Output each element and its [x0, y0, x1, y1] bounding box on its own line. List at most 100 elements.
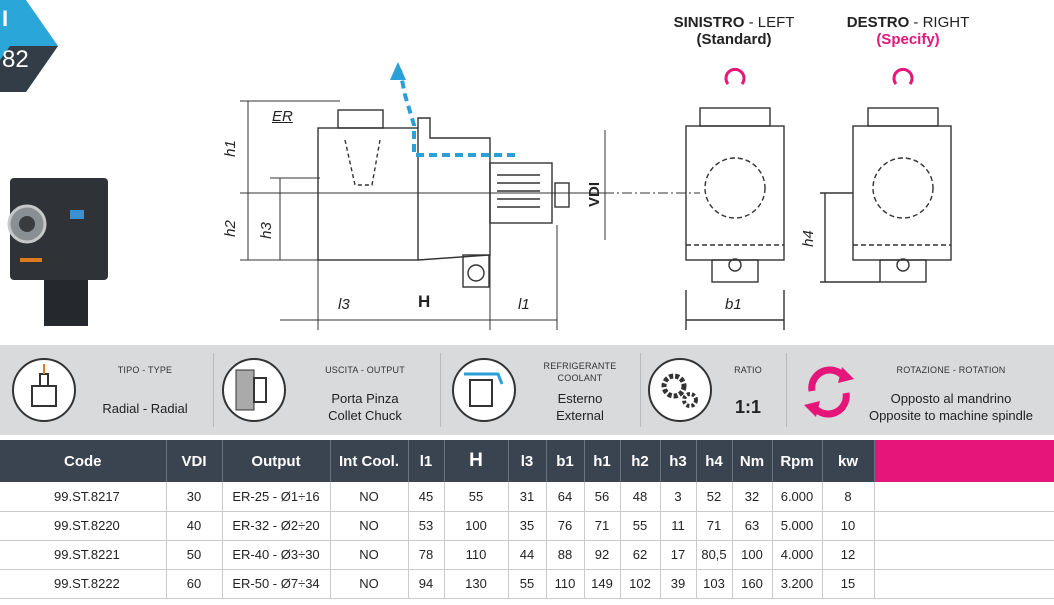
dim-er: ER: [272, 108, 293, 125]
cell-int-cool: NO: [330, 569, 409, 599]
cell-h3: 39: [660, 569, 697, 599]
cell-nm: 32: [732, 482, 773, 512]
cell-blank: [874, 540, 1054, 570]
cell-rpm: 6.000: [772, 482, 823, 512]
left-view: [685, 107, 785, 330]
view-right-caption: DESTRO - RIGHT (Specify): [838, 14, 978, 48]
view-left-sep: -: [744, 14, 758, 31]
col-header-kw: kw: [822, 440, 875, 482]
table-row: 99.ST.8217 30 ER-25 - Ø1÷16 NO 45 55 31 …: [0, 482, 1054, 512]
cell-h1: 56: [584, 482, 621, 512]
cell-l1: 78: [408, 540, 445, 570]
dim-b1: b1: [725, 296, 742, 313]
cell-code: 99.ST.8220: [0, 511, 167, 541]
view-left-note: (Standard): [696, 31, 772, 48]
cell-l1: 53: [408, 511, 445, 541]
dim-vdi: VDI: [586, 181, 604, 208]
spec-output-title: USCITA - OUTPUT: [325, 365, 405, 375]
cell-vdi: 40: [166, 511, 223, 541]
cell-rpm: 4.000: [772, 540, 823, 570]
cell-nm: 100: [732, 540, 773, 570]
spec-rotation-title: ROTAZIONE - ROTATION: [896, 365, 1006, 375]
cell-int-cool: NO: [330, 540, 409, 570]
cell-l1: 45: [408, 482, 445, 512]
spec-ratio-value: 1:1: [734, 397, 761, 417]
col-header-h2: h2: [620, 440, 661, 482]
spec-coolant-title: REFRIGERANTE: [543, 361, 617, 371]
cell-kw: 15: [822, 569, 875, 599]
product-photo: [7, 178, 108, 326]
cell-kw: 10: [822, 511, 875, 541]
table-header-row: Code VDI Output Int Cool. l1 H l3 b1 h1 …: [0, 440, 1054, 482]
cell-l1: 94: [408, 569, 445, 599]
cell-h3: 3: [660, 482, 697, 512]
col-header-int-cool: Int Cool.: [330, 440, 409, 482]
dim-h: H: [418, 292, 431, 311]
spec-divider: [440, 353, 441, 427]
view-right-name: DESTRO: [846, 14, 910, 31]
cell-int-cool: NO: [330, 511, 409, 541]
gears-glyph: [661, 373, 698, 408]
cell-h4: 71: [696, 511, 733, 541]
spec-ratio-title: RATIO: [734, 365, 762, 375]
cell-vdi: 60: [166, 569, 223, 599]
cell-kw: 12: [822, 540, 875, 570]
right-view: [820, 107, 952, 283]
col-header-rpm: Rpm: [772, 440, 823, 482]
collet-chuck-icon: [222, 358, 286, 422]
cell-int-cool: NO: [330, 482, 409, 512]
page-tab-shape: [0, 0, 58, 92]
cell-blank: [874, 569, 1054, 599]
spec-divider: [786, 353, 787, 427]
spec-coolant-line1: Esterno: [557, 391, 603, 406]
cell-h4: 103: [696, 569, 733, 599]
cell-h: 110: [444, 540, 509, 570]
radial-type-icon: [12, 358, 76, 422]
cell-code: 99.ST.8217: [0, 482, 167, 512]
cell-l3: 31: [508, 482, 547, 512]
cell-blank: [874, 482, 1054, 512]
col-header-h1: h1: [584, 440, 621, 482]
dim-h2: h2: [221, 220, 239, 237]
coolant-icon: [452, 358, 516, 422]
view-left-name: SINISTRO: [673, 14, 745, 31]
cell-vdi: 30: [166, 482, 223, 512]
spec-divider: [213, 353, 214, 427]
cell-l3: 35: [508, 511, 547, 541]
cell-nm: 160: [732, 569, 773, 599]
view-left-name-en: LEFT: [757, 14, 795, 31]
rotation-right-icon: [892, 67, 914, 85]
col-header-h3: h3: [660, 440, 697, 482]
cell-output: ER-40 - Ø3÷30: [222, 540, 331, 570]
spec-type-value: Radial - Radial: [102, 401, 188, 416]
cell-h: 55: [444, 482, 509, 512]
view-right-sep: -: [909, 14, 923, 31]
page-tab-letter: I: [2, 6, 9, 31]
dim-l3: l3: [338, 296, 350, 313]
dim-h1: h1: [221, 140, 239, 157]
spec-divider: [640, 353, 641, 427]
radial-type-glyph: [31, 364, 57, 407]
col-header-h4: h4: [696, 440, 733, 482]
dimension-lines: [240, 100, 700, 330]
cell-output: ER-50 - Ø7÷34: [222, 569, 331, 599]
dim-l1: l1: [518, 296, 530, 313]
page-tab: I 82: [0, 0, 58, 92]
cell-h1: 92: [584, 540, 621, 570]
cell-h: 100: [444, 511, 509, 541]
cell-code: 99.ST.8222: [0, 569, 167, 599]
coolant-arrow-head: [390, 62, 406, 80]
spec-rotation-line1: Opposto al mandrino: [890, 391, 1012, 406]
cell-l3: 44: [508, 540, 547, 570]
cell-h: 130: [444, 569, 509, 599]
cell-code: 99.ST.8221: [0, 540, 167, 570]
coolant-arrow: [398, 69, 515, 157]
col-header-output: Output: [222, 440, 331, 482]
view-left-caption: SINISTRO - LEFT (Standard): [664, 14, 804, 48]
cell-rpm: 3.200: [772, 569, 823, 599]
col-header-accent: [874, 440, 1054, 482]
gears-icon: [648, 358, 712, 422]
spec-type-title: TIPO - TYPE: [117, 365, 173, 375]
cell-h2: 62: [620, 540, 661, 570]
cell-kw: 8: [822, 482, 875, 512]
